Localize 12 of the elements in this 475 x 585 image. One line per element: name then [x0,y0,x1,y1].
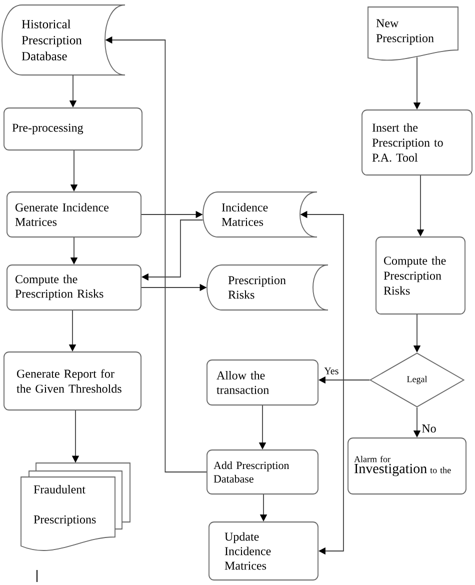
process-box: Generate Incidence Matrices [6,192,142,238]
process-box: Alarm for Investigation to the [348,438,466,494]
process-box: Generate Report for the Given Thresholds [4,352,142,410]
process-box: Compute the Prescription Risks [376,236,466,314]
process-box: Allow the transaction [206,360,318,406]
edge-label: No [420,424,438,434]
process-box: Add Prescription Database [206,450,318,494]
edge-label: Yes [323,366,340,376]
process-box: Pre-processing [4,108,142,150]
process-box: Compute the Prescription Risks [6,264,142,310]
process-box: Update Incidence Matrices [208,522,318,580]
process-box: Insert the Prescription to P.A. Tool [362,110,472,176]
